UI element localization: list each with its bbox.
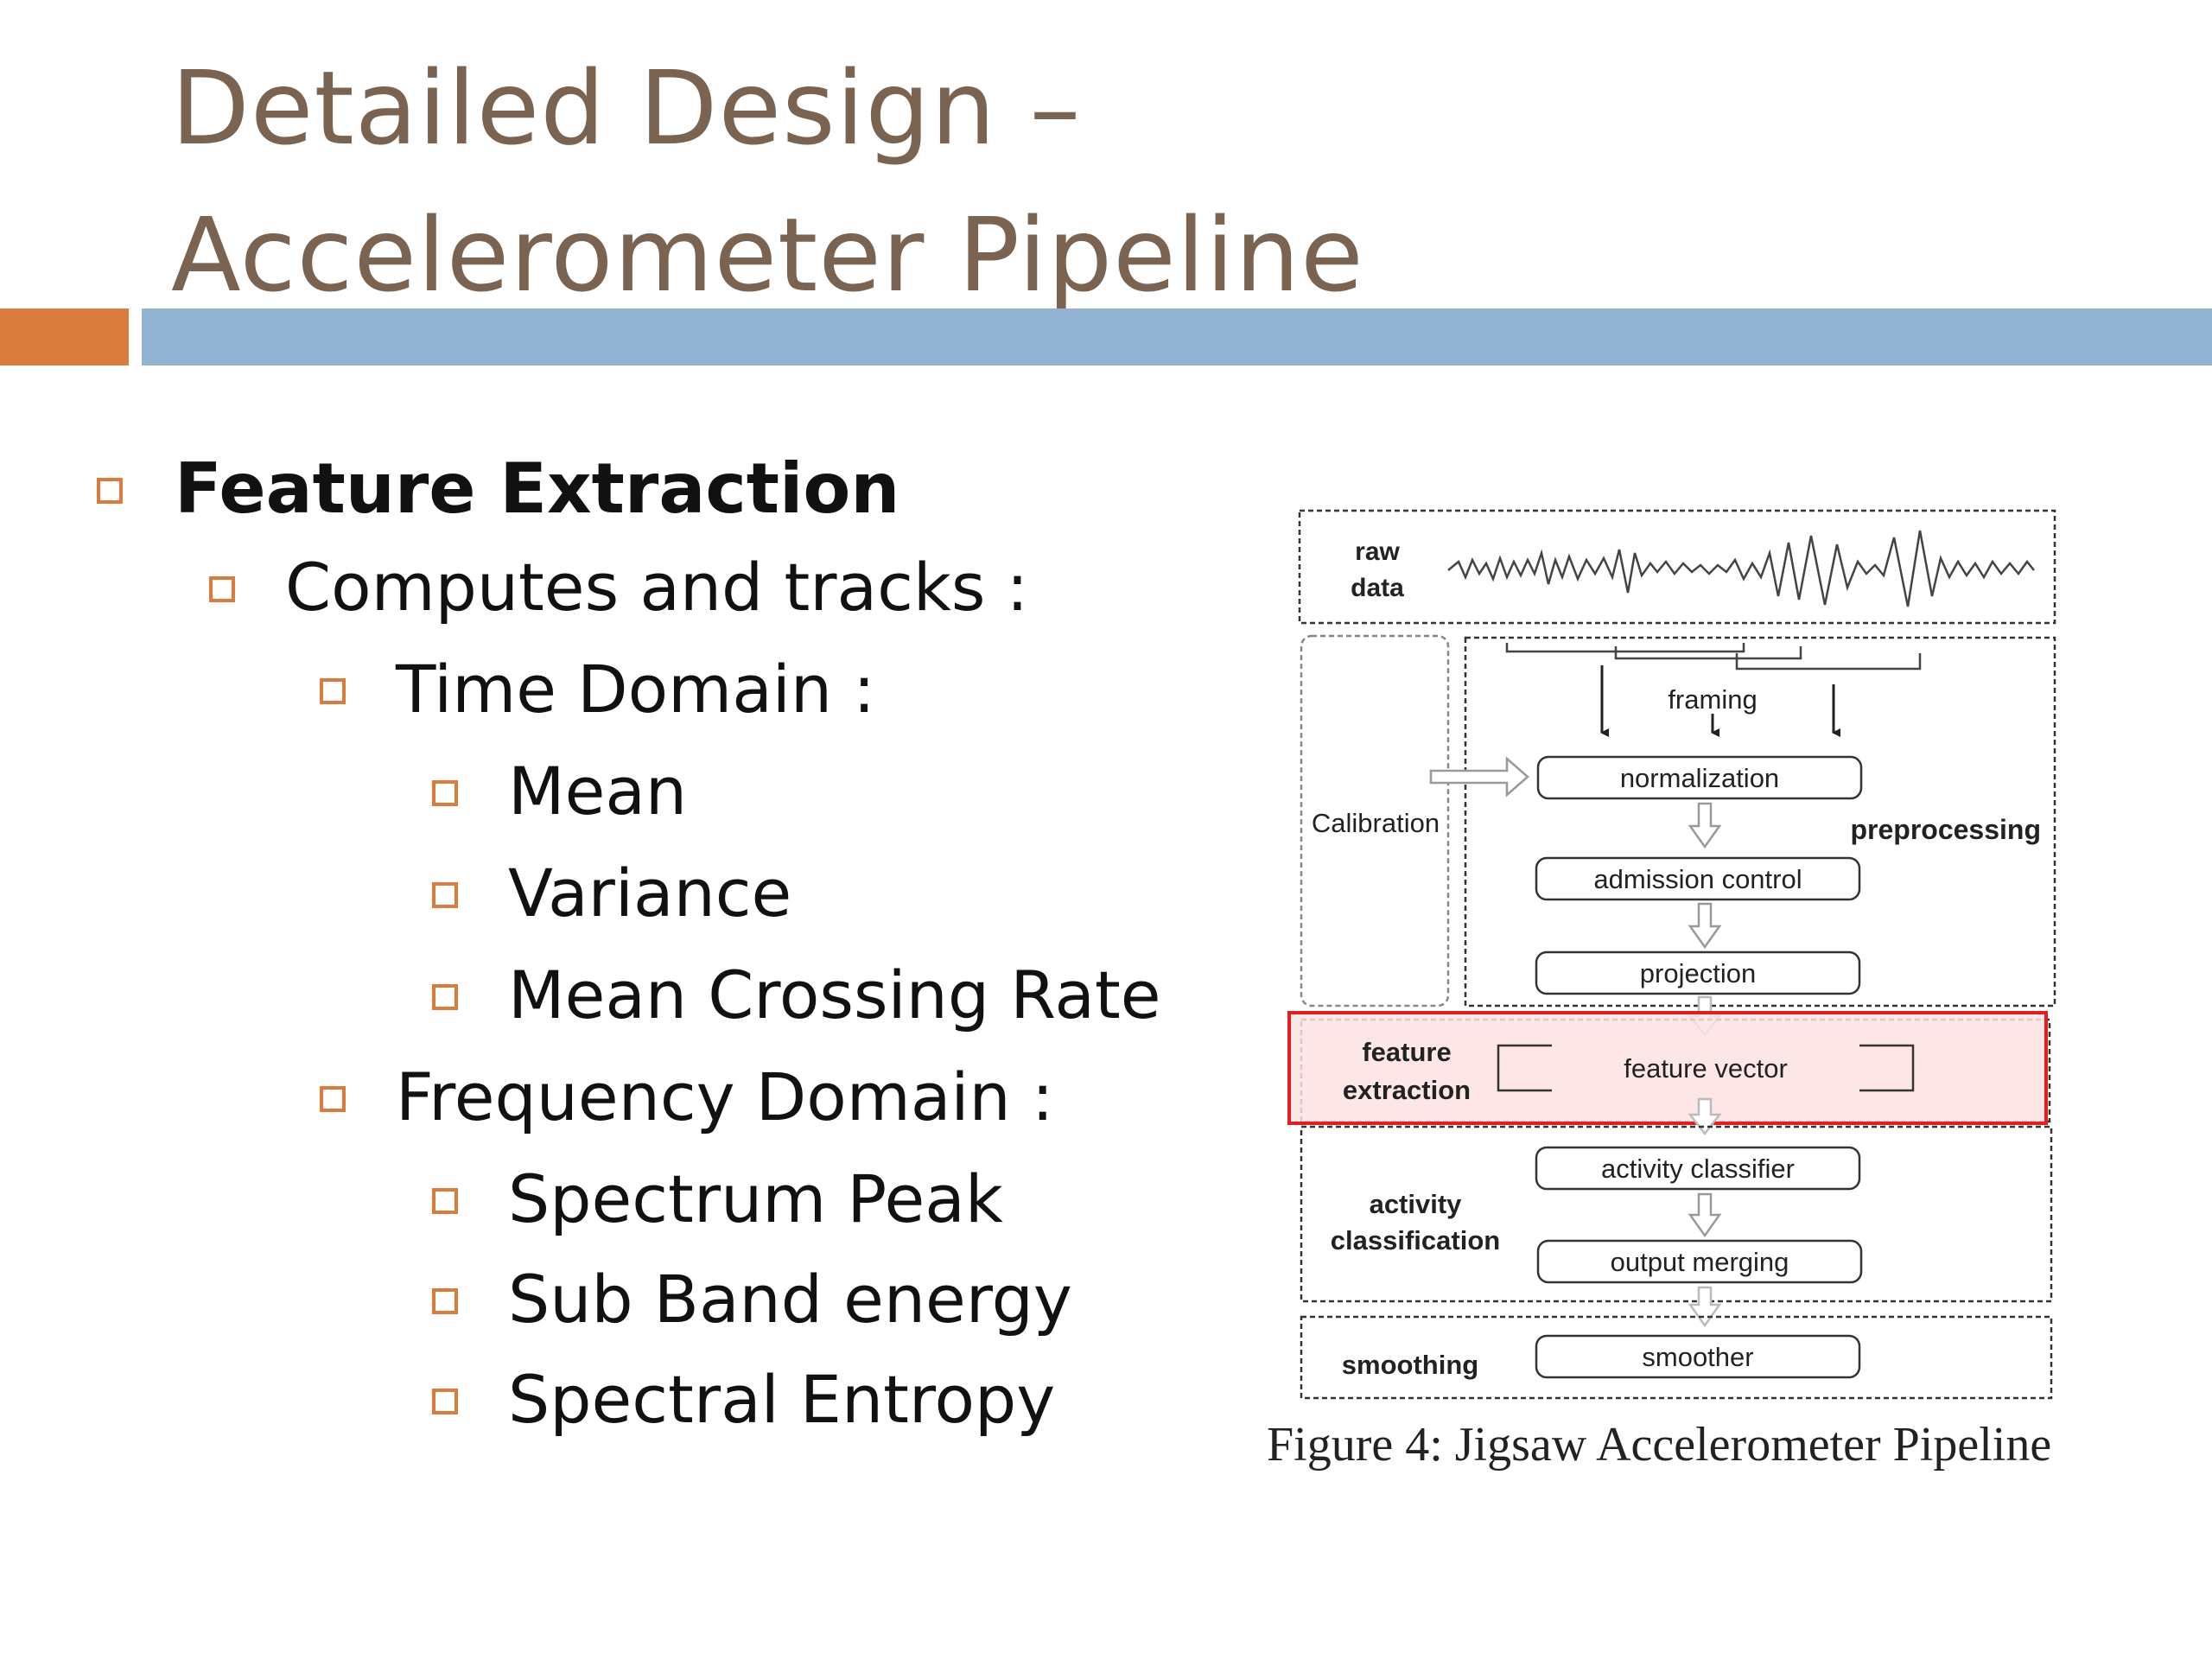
square-bullet-icon [320, 1086, 346, 1112]
preprocessing-section [1464, 636, 2056, 1007]
admission-control-box [1535, 856, 1861, 901]
flow-arrow-2 [1688, 902, 1722, 950]
extraction-label: extraction [1343, 1075, 1471, 1105]
flow-arrow-1 [1688, 802, 1722, 849]
calibration-arrow [1429, 756, 1529, 798]
feature-label: feature [1362, 1037, 1451, 1067]
smoothing-section [1300, 1315, 2053, 1400]
raw-data-section [1298, 509, 2056, 625]
calibration-label: Calibration [1312, 808, 1440, 838]
square-bullet-icon [432, 1389, 458, 1414]
classification-label: classification [1331, 1225, 1500, 1255]
activity-classifier-label: activity classifier [1601, 1154, 1795, 1184]
square-bullet-icon [97, 478, 123, 504]
feature-vector-left-bracket [1497, 1044, 1552, 1092]
activity-classification-section [1300, 1125, 2053, 1303]
smoothing-label: smoothing [1342, 1350, 1478, 1380]
smoother-label: smoother [1642, 1342, 1753, 1372]
framing-label: framing [1668, 684, 1757, 715]
square-bullet-icon [432, 882, 458, 908]
admission-control-label: admission control [1593, 864, 1802, 894]
projection-box [1535, 950, 1861, 995]
normalization-box [1536, 755, 1863, 800]
output-merging-box [1536, 1239, 1863, 1284]
slide-title-line-2: Accelerometer Pipeline [171, 195, 1364, 315]
activity-classifier-box [1535, 1146, 1861, 1191]
data-label: data [1351, 574, 1404, 602]
square-bullet-icon [209, 576, 235, 602]
square-bullet-icon [432, 984, 458, 1010]
activity-label: activity [1370, 1189, 1463, 1219]
normalization-label: normalization [1620, 763, 1779, 793]
raw-signal-waveform [1447, 530, 2035, 607]
square-bullet-icon [432, 780, 458, 806]
framing-brackets [1505, 643, 1922, 671]
flow-arrow-5 [1688, 1192, 1722, 1238]
preprocessing-label: preprocessing [1850, 814, 2041, 845]
feature-extraction-highlight [1287, 1011, 2048, 1125]
figure-caption: Figure 4: Jigsaw Accelerometer Pipeline [1267, 1418, 2052, 1471]
square-bullet-icon [432, 1288, 458, 1314]
output-merging-label: output merging [1611, 1247, 1789, 1277]
square-bullet-icon [320, 678, 346, 704]
smoother-box [1535, 1334, 1861, 1379]
feature-vector-right-bracket [1859, 1044, 1915, 1092]
title-accent-blue-bar [142, 308, 2212, 365]
title-accent-orange-bar [0, 308, 129, 365]
calibration-section [1300, 634, 1450, 1007]
slide-title-line-1: Detailed Design – [171, 48, 1082, 168]
flow-arrow-6 [1688, 1286, 1722, 1328]
raw-label: raw [1355, 537, 1400, 566]
square-bullet-icon [432, 1188, 458, 1214]
projection-label: projection [1640, 958, 1756, 988]
flow-arrow-4 [1688, 1097, 1722, 1136]
feature-vector-label: feature vector [1624, 1053, 1788, 1084]
pipeline-diagram: raw data Calibration framing normalizati… [1287, 509, 2056, 1400]
